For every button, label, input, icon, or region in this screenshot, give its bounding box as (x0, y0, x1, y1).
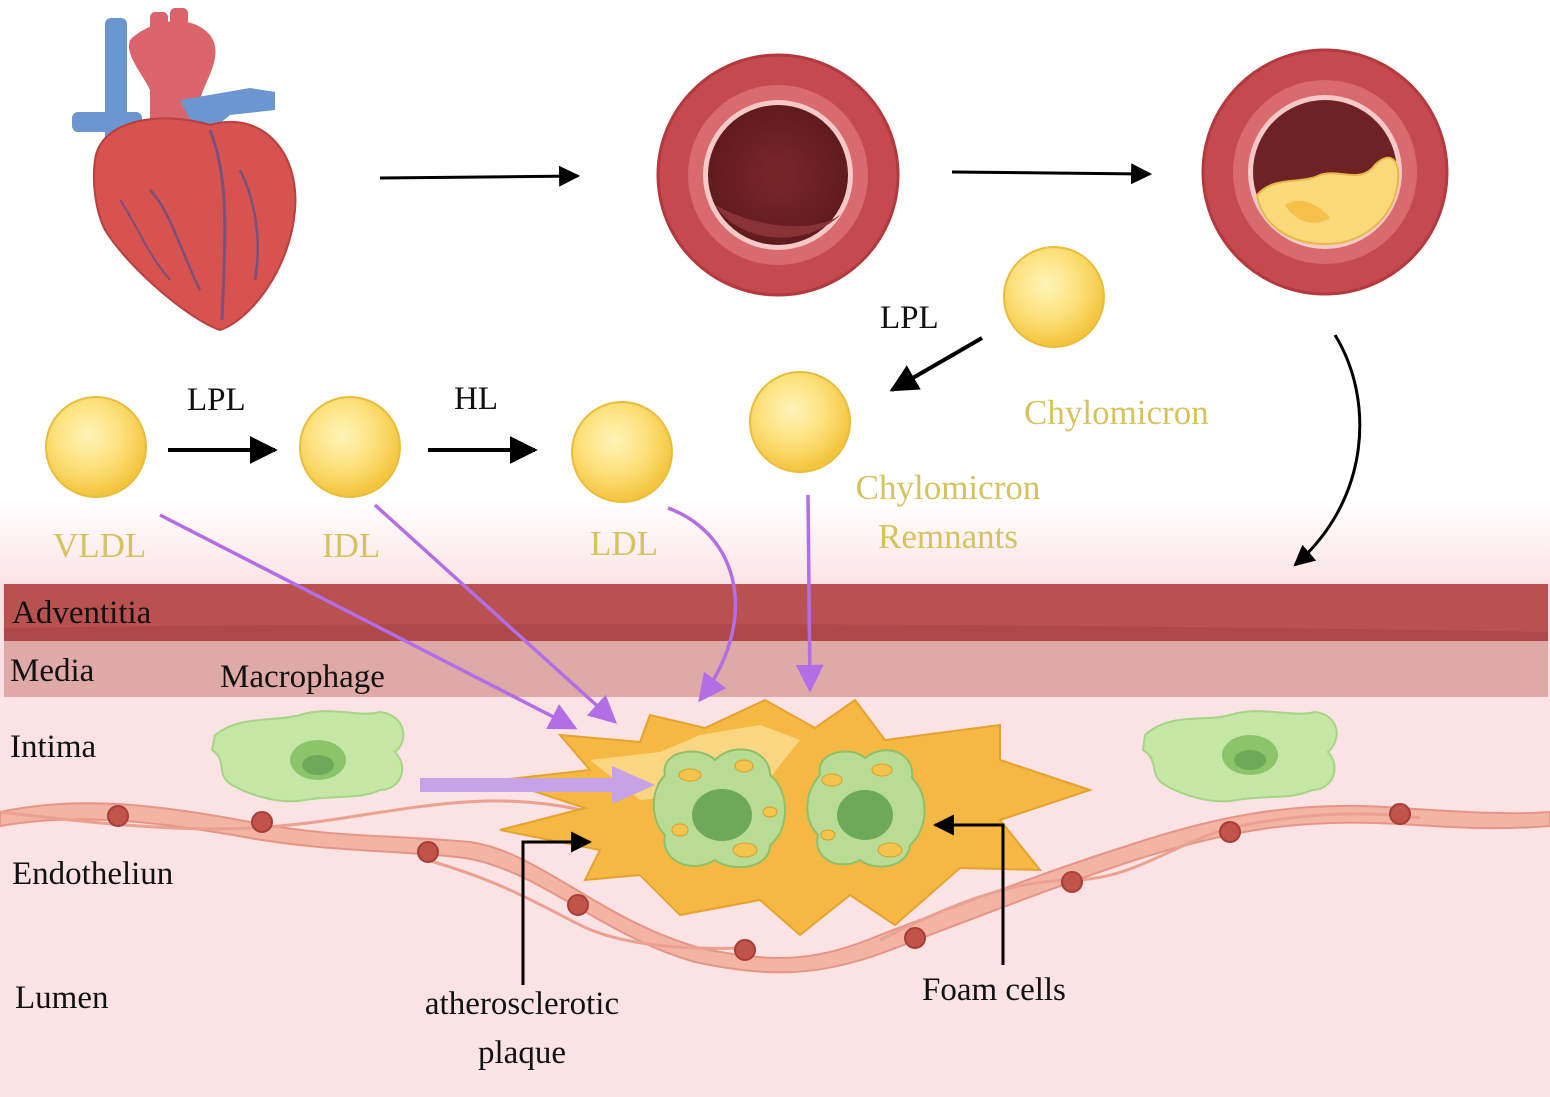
ldl-label: LDL (590, 524, 659, 563)
enzyme-lpl-left: LPL (187, 382, 246, 418)
diseased-artery-icon (1201, 48, 1449, 296)
remnants-label-line2: Remnants (878, 517, 1018, 556)
heart-icon (72, 8, 297, 332)
plaque-label-line1: atherosclerotic (424, 986, 620, 1022)
remnants-label-line1: Chylomicron (855, 468, 1041, 507)
vldl-label: VLDL (53, 526, 147, 565)
foam-cells-pointer (932, 814, 1005, 965)
plaque-pointer (521, 831, 593, 985)
infiltration-arrows (159, 494, 824, 730)
chylomicron-particle (1003, 246, 1105, 348)
enzyme-lpl-top: LPL (880, 300, 939, 336)
macrophage-left (210, 710, 405, 803)
macrophage-migration-arrow (420, 766, 655, 804)
enzyme-hl: HL (454, 381, 498, 417)
idl-particle (299, 396, 401, 498)
idl-label: IDL (322, 526, 381, 565)
adventitia-label: Adventitia (12, 595, 152, 631)
ldl-particle (571, 401, 673, 503)
intima-label: Intima (10, 729, 97, 765)
chylomicron-label: Chylomicron (1024, 393, 1209, 432)
plaque-label-line2: plaque (478, 1035, 566, 1071)
media-layer (4, 641, 1548, 697)
macrophage-label: Macrophage (220, 659, 385, 695)
media-label: Media (10, 653, 95, 689)
chylomicron-remnant-particle (749, 371, 851, 473)
lumen-label: Lumen (15, 980, 109, 1016)
healthy-artery-icon (656, 53, 900, 297)
foam-cells-label: Foam cells (922, 972, 1066, 1008)
vldl-particle (45, 396, 147, 498)
wall-fade (0, 500, 1550, 590)
arrow-heart-to-artery (379, 165, 581, 187)
arrow-chylomicron-to-remnant (889, 336, 984, 392)
foam-cell-1 (652, 748, 786, 869)
arrow-artery-to-diseased (951, 163, 1153, 185)
foam-cell-2 (806, 749, 926, 868)
endothelium-label: Endotheliun (12, 856, 174, 892)
macrophage-right (1141, 710, 1338, 803)
arrow-to-vessel-wall (1293, 334, 1362, 567)
